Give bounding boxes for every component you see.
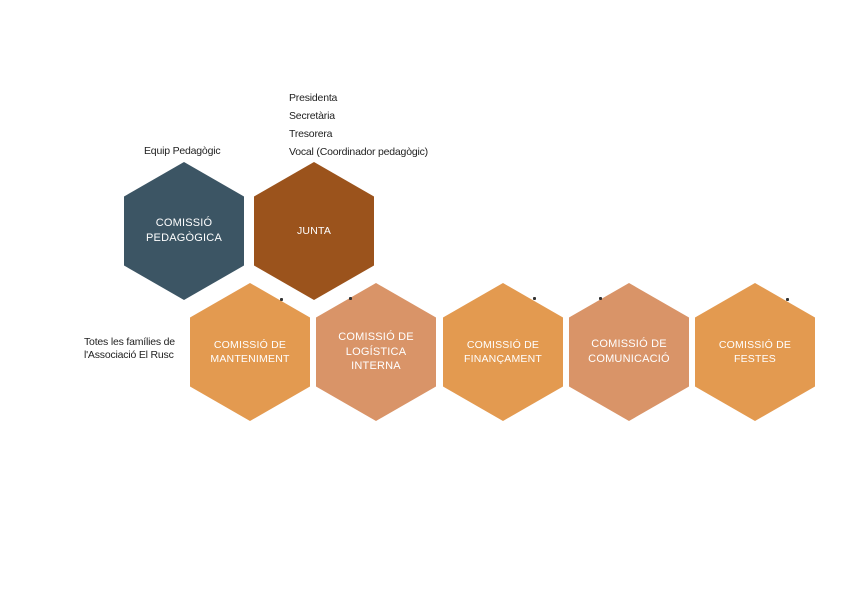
hex-label: JUNTA <box>296 224 332 237</box>
hex-label: COMISSIÓ DE LOGÍSTICA INTERNA <box>338 330 414 373</box>
hex-label: COMISSIÓ DE FESTES <box>718 338 792 365</box>
tick-mark <box>599 297 602 300</box>
junta-roles-list: Presidenta Secretària Tresorera Vocal (C… <box>289 89 428 161</box>
tick-mark <box>533 297 536 300</box>
tick-mark <box>349 297 352 300</box>
hex-junta: JUNTA <box>254 162 374 300</box>
tick-mark <box>280 298 283 301</box>
hex-comissio-logistica-interna: COMISSIÓ DE LOGÍSTICA INTERNA <box>316 283 436 421</box>
hex-label: COMISSIÓ PEDAGÒGICA <box>146 217 222 244</box>
families-note: Totes les famílies de l'Associació El Ru… <box>84 336 175 361</box>
hex-label: COMISSIÓ DE MANTENIMENT <box>210 338 290 365</box>
role-vocal: Vocal (Coordinador pedagògic) <box>289 146 428 158</box>
hex-comissio-manteniment: COMISSIÓ DE MANTENIMENT <box>190 283 310 421</box>
hex-label: COMISSIÓ DE FINANÇAMENT <box>463 338 543 365</box>
role-secretaria: Secretària <box>289 110 335 122</box>
hex-comissio-financament: COMISSIÓ DE FINANÇAMENT <box>443 283 563 421</box>
hex-comissio-pedagogica: COMISSIÓ PEDAGÒGICA <box>124 162 244 300</box>
equip-pedagogic-note: Equip Pedagògic <box>144 145 221 157</box>
role-tresorera: Tresorera <box>289 128 333 140</box>
tick-mark <box>786 298 789 301</box>
hex-comissio-comunicacio: COMISSIÓ DE COMUNICACIÓ <box>569 283 689 421</box>
role-presidenta: Presidenta <box>289 92 338 104</box>
hex-comissio-festes: COMISSIÓ DE FESTES <box>695 283 815 421</box>
hex-label: COMISSIÓ DE COMUNICACIÓ <box>588 338 670 365</box>
